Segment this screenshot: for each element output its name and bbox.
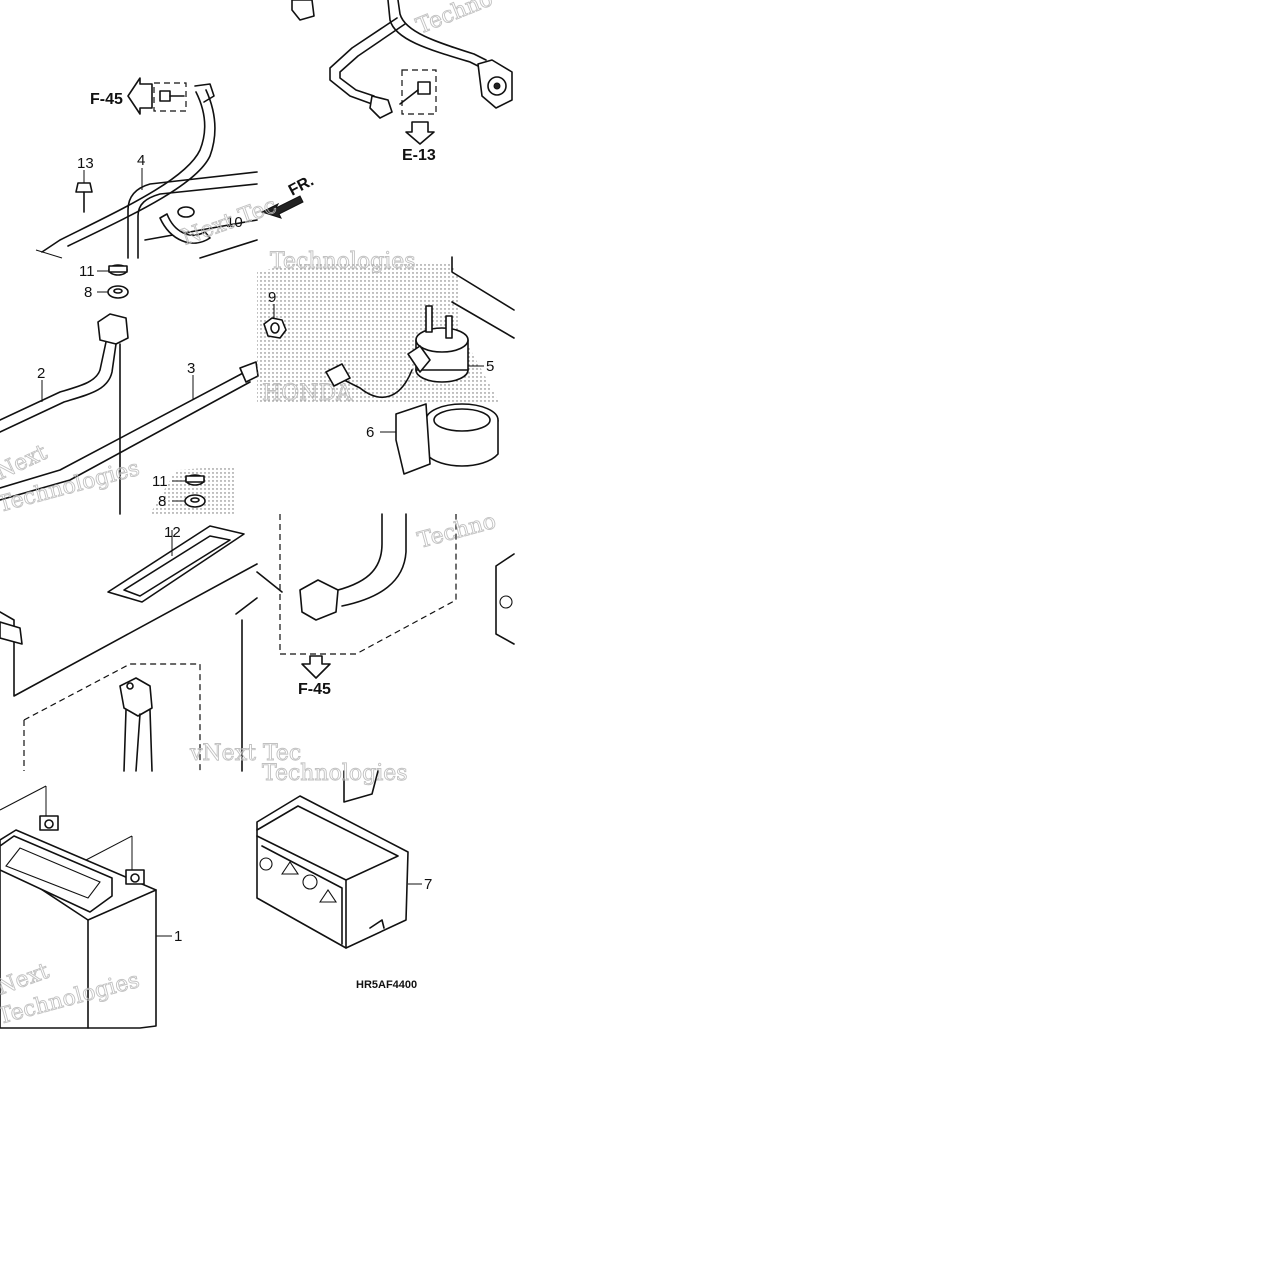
nut-11-icon — [108, 264, 128, 276]
reference-label-f45-top: F-45 — [90, 91, 123, 108]
reference-label-f45-mid: F-45 — [298, 681, 331, 698]
callout-1: 1 — [174, 928, 182, 945]
cable-f45 — [329, 513, 383, 593]
cable-terminal-icon — [477, 59, 513, 109]
watermark-text: Techno — [415, 509, 499, 554]
reference-label-e13: E-13 — [402, 147, 436, 164]
battery-box-7-icon — [256, 795, 409, 949]
watermark-text: Technologies — [262, 761, 408, 786]
bolt-icon-e13 — [399, 81, 431, 105]
bolt-13-icon — [75, 182, 93, 213]
reference-arrow-f45-top[interactable]: F-45 — [90, 77, 153, 115]
bolt-icon — [159, 90, 185, 102]
small-terminal-icon — [369, 95, 393, 119]
bolt-detail-box-e13 — [401, 69, 437, 115]
tile-battery: 1 Next Technologies — [0, 785, 182, 1030]
tile-cable-f45: F-45 Techno — [256, 509, 515, 698]
watermark-text: Next — [0, 440, 51, 485]
starter-relay-5-icon — [407, 305, 469, 383]
cable-3 — [0, 371, 246, 489]
terminal-cover-icon — [97, 313, 129, 345]
callout-3: 3 — [187, 360, 195, 377]
tile-cables-2-3: 11 8 2 3 11 — [0, 263, 259, 518]
reference-arrow-f45-mid[interactable]: F-45 — [298, 655, 331, 698]
callout-8b: 8 — [158, 493, 166, 510]
tile-battery-band: 12 vNext Tec — [0, 524, 302, 772]
bracket-icon — [291, 0, 315, 21]
battery-1-icon — [0, 815, 157, 1029]
terminal-cap-icon — [119, 677, 153, 717]
watermark-text: vNext Tec — [189, 741, 301, 766]
shaded-area — [150, 466, 236, 514]
front-direction-label: FR. — [286, 172, 317, 199]
callout-8a: 8 — [84, 284, 92, 301]
terminal-cover-f45-icon — [299, 579, 339, 621]
watermark-text: Next Tec — [179, 193, 280, 250]
tile-battery-box: 7 HR5AF4400 Technologies — [256, 761, 432, 991]
cable-2 — [0, 341, 107, 421]
callout-10: 10 — [226, 214, 243, 231]
watermark-brand: HONDA — [262, 381, 353, 406]
relay-holder-6-icon — [395, 403, 499, 475]
tile-battery-cable-top: F-45 13 4 10 — [35, 77, 317, 259]
callout-2: 2 — [37, 365, 45, 382]
reference-arrow-e13[interactable]: E-13 — [402, 121, 436, 164]
tile-starter-relay: HONDA Technologies 9 5 — [257, 249, 515, 475]
callout-4: 4 — [137, 152, 145, 169]
callout-9: 9 — [268, 289, 276, 306]
callout-7: 7 — [424, 876, 432, 893]
callout-12: 12 — [164, 524, 181, 541]
relay-connector-icon — [325, 363, 351, 387]
callout-11b: 11 — [152, 473, 168, 490]
watermark-text: Technologies — [270, 249, 416, 274]
nut-9-icon — [263, 317, 287, 339]
washer-8-icon — [107, 285, 129, 299]
figure-code: HR5AF4400 — [356, 979, 417, 991]
battery-band-12-icon — [107, 525, 245, 603]
cable-4 — [41, 91, 206, 253]
washer-8b-icon — [184, 494, 206, 508]
bolt-detail-box — [153, 82, 187, 112]
callout-5: 5 — [486, 358, 494, 375]
callout-13: 13 — [77, 155, 94, 172]
callout-6: 6 — [366, 424, 374, 441]
tile-cable-e13: E-13 Techno — [291, 0, 513, 164]
nut-11b-icon — [185, 474, 205, 486]
clamp-10-icon — [159, 206, 211, 244]
watermark-text: Techno — [413, 0, 496, 40]
callout-11a: 11 — [79, 263, 95, 280]
